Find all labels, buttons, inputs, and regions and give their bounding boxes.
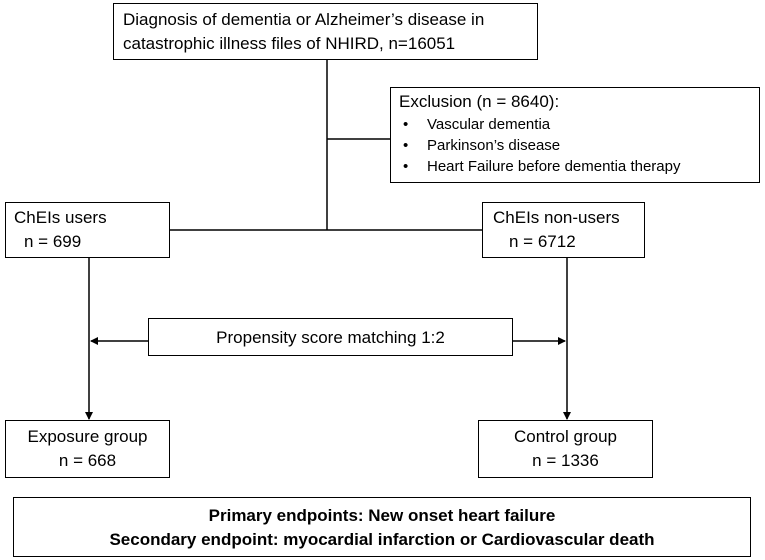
diagnosis-box: Diagnosis of dementia or Alzheimer’s dis…: [113, 3, 538, 60]
propensity-matching-label: Propensity score matching 1:2: [216, 328, 445, 347]
chei-nonusers-label: ChEIs non-users: [493, 208, 620, 227]
endpoints-box: Primary endpoints: New onset heart failu…: [13, 497, 751, 557]
diagnosis-line-2: catastrophic illness files of NHIRD, n=1…: [123, 34, 456, 53]
chei-users-count: n = 699: [24, 232, 82, 251]
exposure-group-box: Exposure group n = 668: [5, 420, 170, 478]
propensity-matching-box: Propensity score matching 1:2: [148, 318, 513, 356]
exclusion-title: Exclusion (n = 8640):: [399, 92, 560, 111]
primary-endpoint: Primary endpoints: New onset heart failu…: [208, 506, 556, 525]
exposure-group-label: Exposure group: [27, 427, 148, 446]
chei-nonusers-box: ChEIs non-users n = 6712: [482, 202, 645, 258]
chei-users-label: ChEIs users: [14, 208, 107, 227]
control-group-label: Control group: [513, 427, 617, 446]
exclusion-item: Parkinson’s disease: [399, 135, 759, 156]
exclusion-item: Heart Failure before dementia therapy: [399, 156, 759, 177]
exposure-group-count: n = 668: [58, 451, 117, 470]
exclusion-box: Exclusion (n = 8640): Vascular dementia …: [390, 87, 760, 183]
diagnosis-line-1: Diagnosis of dementia or Alzheimer’s dis…: [123, 10, 485, 29]
exclusion-list: Vascular dementia Parkinson’s disease He…: [399, 114, 759, 177]
exclusion-item: Vascular dementia: [399, 114, 759, 135]
control-group-count: n = 1336: [532, 451, 599, 470]
chei-nonusers-count: n = 6712: [509, 232, 576, 251]
chei-users-box: ChEIs users n = 699: [5, 202, 170, 258]
secondary-endpoint: Secondary endpoint: myocardial infarctio…: [109, 530, 655, 549]
control-group-box: Control group n = 1336: [478, 420, 653, 478]
